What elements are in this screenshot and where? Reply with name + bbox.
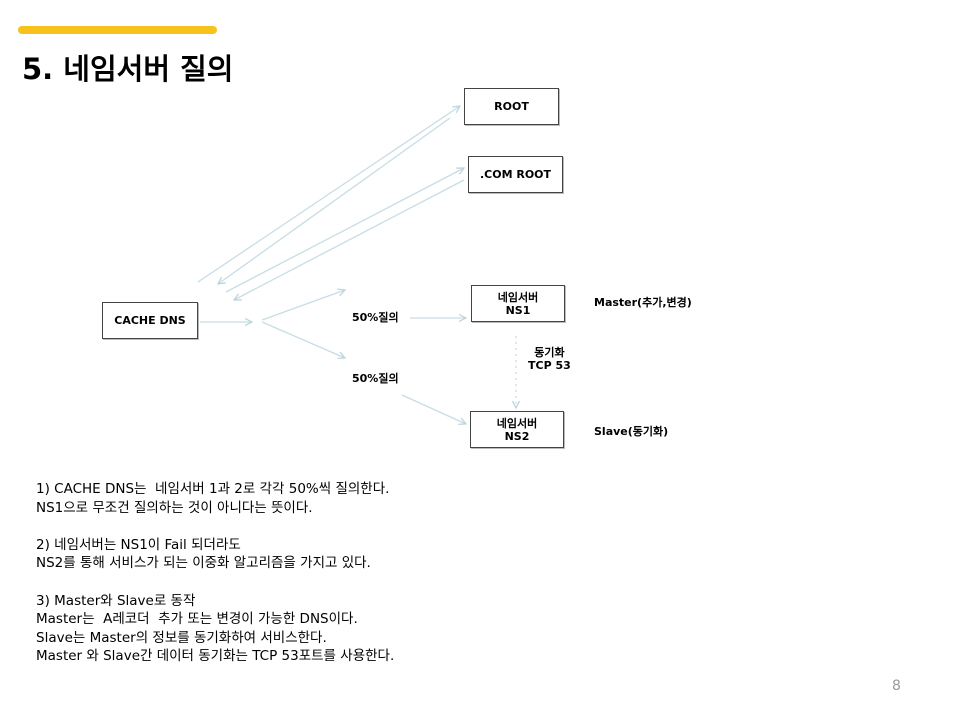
title-accent-bar [18, 26, 217, 34]
com-root-node-label: .COM ROOT [479, 168, 552, 181]
sync-label-line2: TCP 53 [528, 359, 571, 372]
arrow-split-to-ns1 [261, 290, 345, 321]
arrow-split-to-ns2 [261, 321, 345, 358]
ns1-node-label-line1: 네임서버 [497, 290, 539, 304]
ns2-node-label-line2: NS2 [504, 429, 530, 443]
arrow-root-to-cache [218, 117, 451, 284]
root-node: ROOT [464, 88, 559, 125]
cache-dns-node-label: CACHE DNS [114, 314, 186, 327]
note-line: Master는 A레코더 추가 또는 변경이 가능한 DNS이다. [36, 611, 358, 628]
arrow-com-root-to-cache [234, 179, 465, 300]
note-line: Master 와 Slave간 데이터 동기화는 TCP 53포트를 사용한다. [36, 648, 395, 665]
ns2-role-label: Slave(동기화) [594, 425, 669, 438]
note-line: NS2를 통해 서비스가 되는 이중화 알고리즘을 가지고 있다. [36, 555, 371, 572]
query-ns2-label: 50%질의 [352, 372, 399, 385]
cache-dns-node: CACHE DNS [102, 302, 198, 339]
ns1-node-label-line2: NS1 [505, 303, 531, 317]
note-line [36, 573, 394, 592]
note-line: 3) Master와 Slave로 동작 [36, 592, 196, 609]
root-node-label: ROOT [494, 100, 529, 113]
note-line: 1) CACHE DNS는 네임서버 1과 2로 각각 50%씩 질의한다. [36, 481, 390, 497]
sync-label-line1: 동기화 [534, 346, 565, 359]
note-line: Slave는 Master의 정보를 동기화하여 서비스한다. [36, 629, 327, 646]
com-root-node: .COM ROOT [468, 156, 563, 193]
ns2-node-label-line1: 네임서버 [496, 416, 538, 430]
page-number: 8 [892, 678, 901, 694]
sync-label: 동기화 TCP 53 [528, 346, 571, 372]
query-ns1-label: 50%질의 [352, 311, 399, 324]
arrow-label-to-ns2 [401, 394, 466, 424]
arrow-cache-to-com-root [225, 168, 464, 293]
slide-title: 5. 네임서버 질의 [22, 52, 234, 86]
note-line: NS1으로 무조건 질의하는 것이 아니다는 뜻이다. [36, 499, 313, 516]
ns1-node: 네임서버 NS1 [471, 285, 565, 322]
ns1-role-label: Master(추가,변경) [594, 296, 692, 309]
ns2-node: 네임서버 NS2 [470, 411, 564, 448]
arrow-cache-to-root [197, 106, 460, 283]
notes-text: 1) CACHE DNS는 네임서버 1과 2로 각각 50%씩 질의한다. N… [36, 480, 394, 666]
note-line: 2) 네임서버는 NS1이 Fail 되더라도 [36, 536, 241, 553]
note-line [36, 517, 394, 536]
